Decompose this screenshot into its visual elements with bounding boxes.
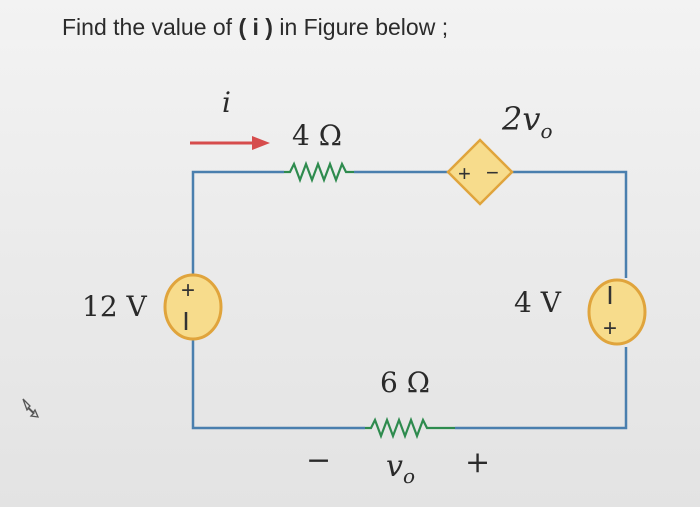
- r-top-label: 4 Ω: [292, 119, 342, 152]
- dependent-voltage-source: + −: [446, 138, 514, 206]
- voltage-source-4v: +: [587, 278, 647, 346]
- question-prefix: Find the value of: [62, 14, 239, 40]
- question-bold: ( i ): [238, 14, 273, 40]
- voltage-source-12v: +: [163, 273, 223, 341]
- wire-left-bottom: [191, 340, 365, 430]
- dependent-source-label: 2vo: [501, 100, 552, 143]
- wire-right-top: [512, 170, 628, 278]
- question-suffix: in Figure below ;: [272, 14, 449, 40]
- v-left-label: 12 V: [82, 290, 148, 323]
- current-arrow: [190, 136, 270, 150]
- svg-text:+: +: [181, 277, 195, 304]
- svg-text:+: +: [458, 161, 471, 186]
- r-bottom-label: 6 Ω: [380, 366, 430, 399]
- question-text: Find the value of ( i ) in Figure below …: [62, 14, 448, 41]
- mouse-cursor-icon: [22, 398, 40, 418]
- current-label: i: [222, 86, 231, 119]
- resistor-bottom: [365, 416, 455, 440]
- wire-left-top: [191, 170, 284, 277]
- resistor-top: [284, 160, 354, 184]
- v-right-label: 4 V: [514, 286, 562, 319]
- vo-plus: +: [465, 445, 490, 480]
- vo-label: vo: [386, 449, 415, 488]
- vo-minus: −: [306, 443, 331, 478]
- svg-text:+: +: [603, 315, 617, 342]
- wire-right-bottom: [455, 347, 628, 430]
- circuit-wires: [191, 170, 628, 430]
- svg-text:−: −: [486, 160, 499, 185]
